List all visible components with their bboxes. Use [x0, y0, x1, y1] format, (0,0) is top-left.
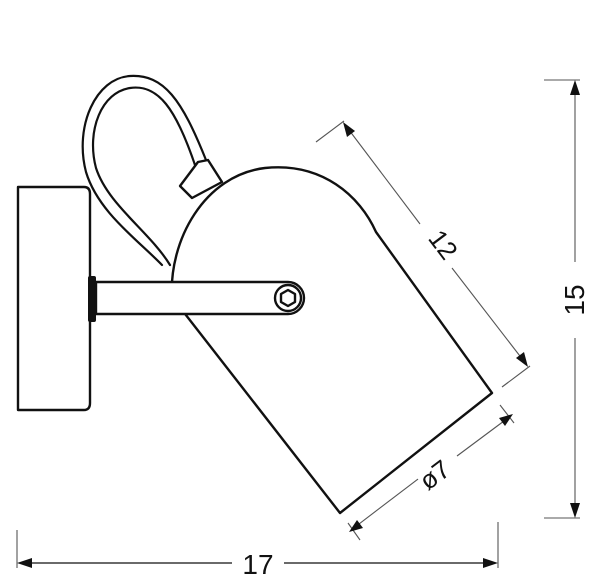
arrow-down-icon — [570, 503, 580, 518]
wall-plate-collar — [88, 276, 96, 322]
hex-bolt — [273, 283, 303, 313]
arrow-downright-icon — [516, 352, 528, 367]
dimension-label-length: 12 — [423, 224, 464, 265]
dimension-total-width: 17 — [16, 522, 499, 580]
lamp-shade — [170, 166, 494, 515]
arrow-downleft-icon — [349, 520, 363, 532]
arrow-right-icon — [483, 558, 498, 568]
arrow-left-icon — [17, 558, 32, 568]
arrow-up-icon — [570, 80, 580, 95]
mounting-arm — [94, 280, 306, 316]
cable-gland — [178, 158, 224, 200]
wall-plate — [16, 185, 96, 412]
dimension-label-diameter: ø7 — [413, 454, 455, 496]
arrow-upright-icon — [499, 414, 513, 426]
cable-loop — [81, 74, 208, 267]
dimension-label-width: 17 — [242, 549, 273, 580]
arrow-upleft-icon — [343, 122, 355, 137]
dimension-label-height: 15 — [559, 284, 590, 315]
dimension-total-height: 15 — [544, 79, 590, 519]
